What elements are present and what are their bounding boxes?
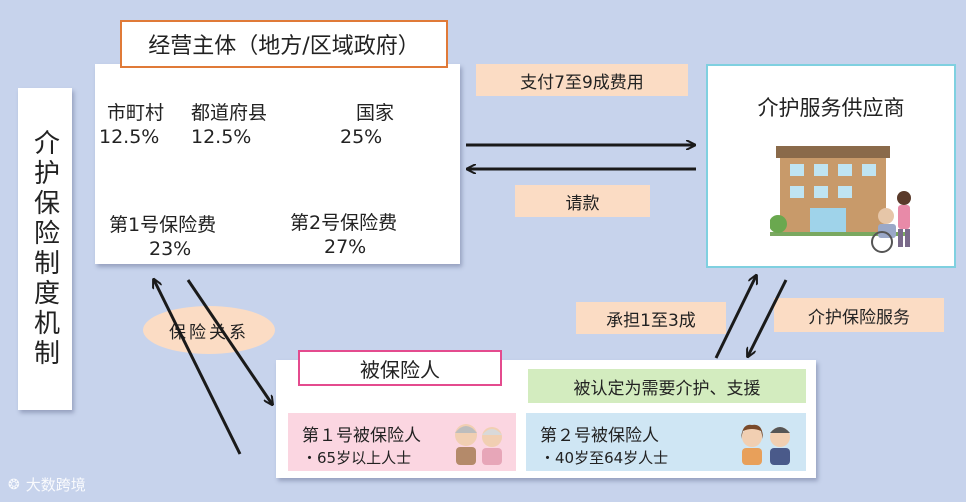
cell-prefecture: 都道府县 12.5% bbox=[187, 64, 277, 182]
service-tag: 介护保险服务 bbox=[774, 298, 944, 332]
claim-tag: 请款 bbox=[515, 185, 650, 217]
premium1-pct: 23% bbox=[149, 238, 192, 260]
care-facility-icon bbox=[770, 146, 911, 253]
prefecture-pct: 12.5% bbox=[191, 126, 252, 148]
cell-premium1: 第1号保险费 23% bbox=[95, 184, 253, 264]
premium2-label: 第2号保险费 bbox=[290, 212, 398, 234]
pay-tag: 支付7至9成费用 bbox=[476, 64, 688, 96]
bear-tag: 承担1至3成 bbox=[576, 302, 726, 334]
system-title: 介护保险制度机制 bbox=[29, 129, 60, 369]
municipal-pct: 12.5% bbox=[99, 126, 160, 148]
provider-title: 介护服务供应商 bbox=[757, 96, 905, 120]
certified-label: 被认定为需要介护、支援 bbox=[528, 369, 806, 403]
premium1-label: 第1号保险费 bbox=[109, 214, 217, 236]
insured-title: 被保险人 bbox=[298, 350, 502, 386]
middle-aged-couple-icon bbox=[741, 424, 790, 465]
insured-type1-card: 第１号被保险人 ・65岁以上人士 bbox=[288, 413, 516, 471]
municipal-label: 市町村 bbox=[107, 102, 165, 124]
insured-type2-name: 第２号被保险人 bbox=[540, 426, 659, 446]
insured-type2-age: ・40岁至64岁人士 bbox=[540, 449, 669, 467]
insured-type1-age: ・65岁以上人士 bbox=[302, 449, 412, 467]
elderly-couple-icon bbox=[455, 424, 502, 465]
state-label: 国家 bbox=[356, 102, 395, 124]
insurance-relation-tag: 保险关系 bbox=[143, 306, 275, 354]
operator-title: 经营主体（地方/区域政府） bbox=[120, 20, 448, 68]
prefecture-label: 都道府县 bbox=[191, 102, 268, 124]
watermark: ❂ 大数跨境 bbox=[8, 474, 86, 495]
cell-municipal: 市町村 12.5% bbox=[95, 64, 185, 182]
system-title-panel: 介护保险制度机制 bbox=[18, 88, 72, 410]
state-pct: 25% bbox=[340, 126, 383, 148]
operator-block bbox=[95, 64, 460, 264]
cell-state: 国家 25% bbox=[280, 64, 460, 182]
insured-type2-card: 第２号被保险人 ・40岁至64岁人士 bbox=[526, 413, 806, 471]
watermark-text: 大数跨境 bbox=[25, 476, 86, 494]
insured-type1-name: 第１号被保险人 bbox=[302, 426, 421, 446]
care-provider-box: 介护服务供应商 bbox=[706, 64, 956, 268]
cell-premium2: 第2号保险费 27% bbox=[256, 184, 460, 264]
premium2-pct: 27% bbox=[324, 236, 367, 258]
watermark-logo-icon: ❂ bbox=[8, 476, 20, 493]
